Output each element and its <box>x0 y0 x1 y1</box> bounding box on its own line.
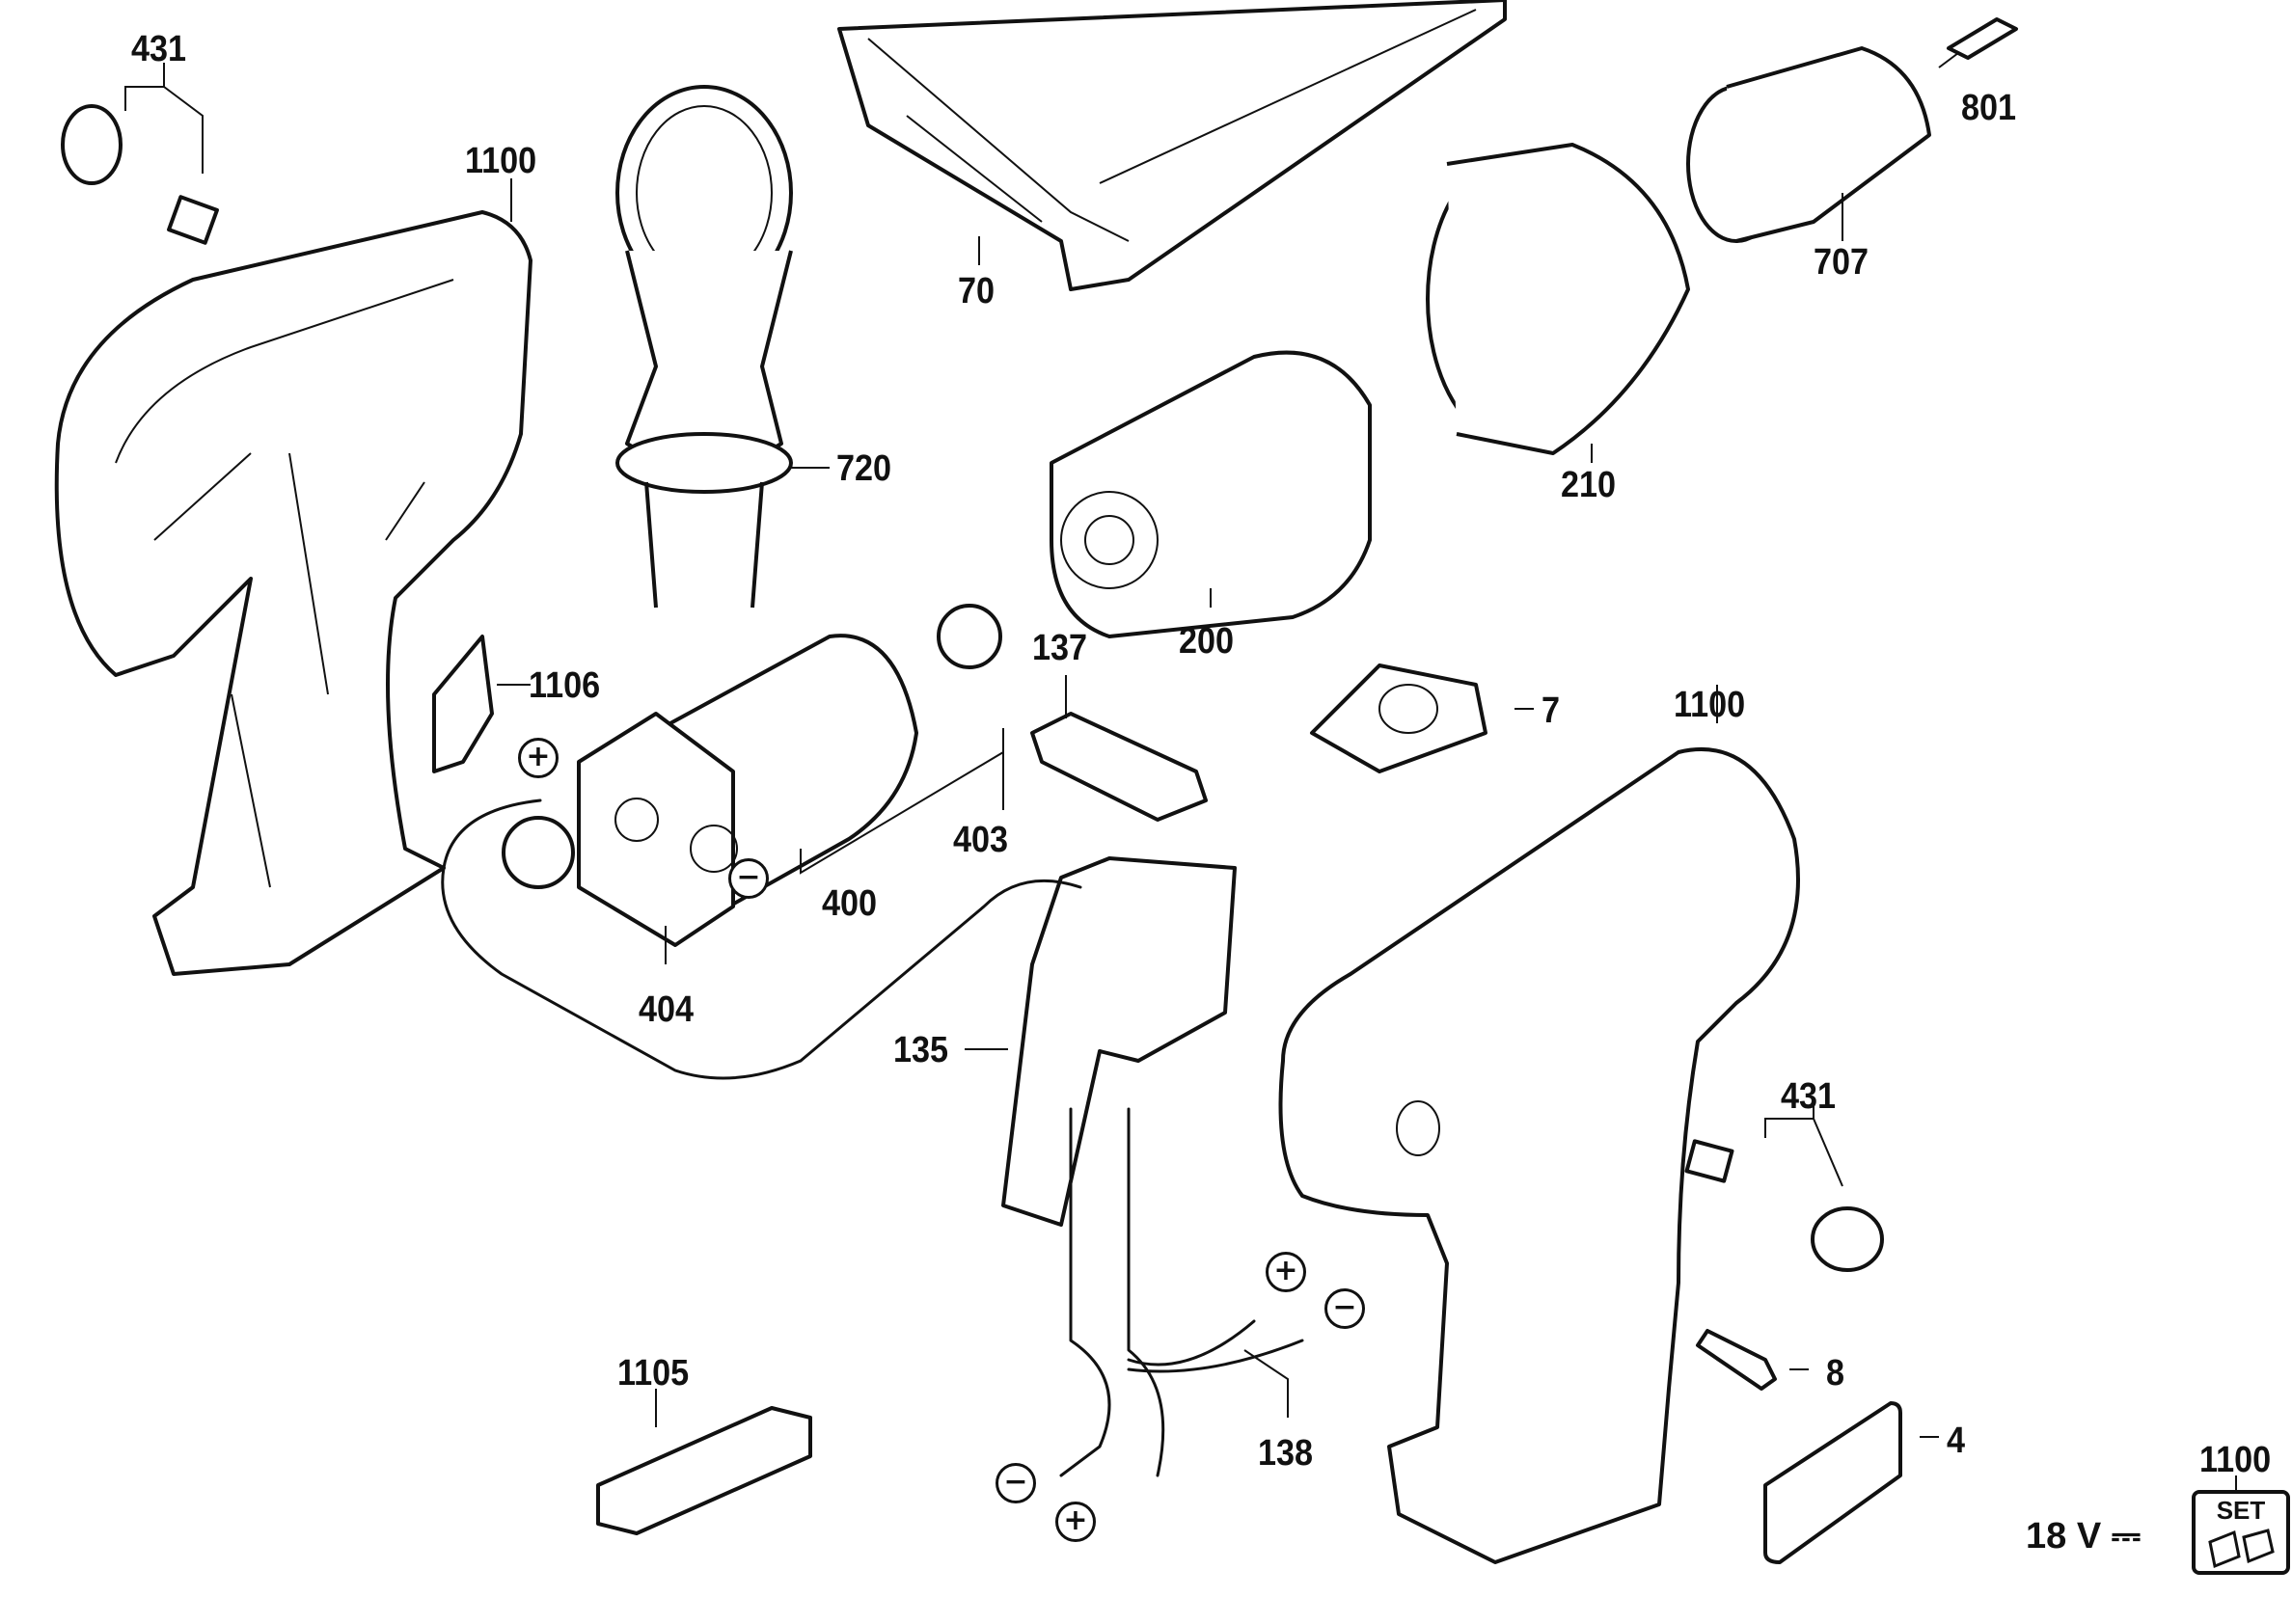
part-label-70: 70 <box>958 271 996 311</box>
reversing-slider-drawing <box>1030 712 1208 822</box>
part-label-1100-left: 1100 <box>465 141 537 181</box>
part-label-431-left: 431 <box>131 29 187 69</box>
part-label-707: 707 <box>1814 242 1869 283</box>
part-label-7: 7 <box>1542 690 1561 731</box>
minus-polarity-icon: − <box>996 1463 1036 1503</box>
boxes-icon <box>2208 1529 2275 1569</box>
part-label-400: 400 <box>822 883 878 924</box>
motor-wiring-drawing <box>441 798 1082 1080</box>
side-handle-drawing <box>615 85 793 609</box>
chuck-screw-drawing <box>1947 17 2018 60</box>
trigger-switch-drawing <box>1001 856 1237 1227</box>
part-label-431-right: 431 <box>1781 1076 1837 1117</box>
part-label-1106: 1106 <box>529 665 601 706</box>
leader-lines <box>124 52 2237 1490</box>
housing-screw-drawing <box>1696 1329 1777 1391</box>
clutch-collar-drawing <box>1426 143 1690 455</box>
part-label-403: 403 <box>953 820 1009 860</box>
set-badge: SET <box>2192 1490 2290 1575</box>
voltage-value: 18 V <box>2026 1516 2102 1556</box>
brush-holder-left-drawing <box>61 104 219 245</box>
plus-polarity-icon: + <box>1266 1252 1306 1292</box>
part-label-1105: 1105 <box>617 1353 690 1394</box>
part-label-200: 200 <box>1179 621 1235 662</box>
part-label-1100-set: 1100 <box>2199 1440 2272 1480</box>
part-label-8: 8 <box>1826 1353 1845 1394</box>
set-label: SET <box>2216 1496 2266 1525</box>
part-label-138: 138 <box>1258 1433 1314 1474</box>
motor-drawing <box>577 634 918 947</box>
part-label-210: 210 <box>1561 465 1617 505</box>
clip-drawing <box>432 635 494 773</box>
right-housing-drawing <box>1278 746 1800 1564</box>
part-label-135: 135 <box>893 1030 949 1070</box>
plus-polarity-icon: + <box>1055 1502 1096 1542</box>
plus-polarity-icon: + <box>518 738 559 778</box>
dc-symbol-icon: ⎓ <box>2111 1516 2142 1556</box>
wire-harness-drawing <box>1059 1107 1304 1477</box>
minus-polarity-icon: − <box>1324 1288 1365 1329</box>
bearing-ring-404-drawing <box>502 816 575 889</box>
part-label-801: 801 <box>1961 88 2017 128</box>
part-label-720: 720 <box>836 448 892 489</box>
keyless-chuck-drawing <box>1686 46 1931 243</box>
terminal-block-drawing <box>596 1406 812 1535</box>
bearing-ring-403-drawing <box>937 604 1002 669</box>
part-label-4: 4 <box>1947 1421 1966 1461</box>
left-housing-drawing <box>54 210 532 976</box>
part-label-404: 404 <box>639 989 695 1030</box>
nameplate-drawing <box>1763 1401 1902 1564</box>
minus-polarity-icon: − <box>728 858 769 899</box>
part-label-1100-right: 1100 <box>1674 685 1746 725</box>
brush-holder-right-drawing <box>1684 1139 1884 1272</box>
gearbox-drawing <box>1050 350 1372 638</box>
part-label-137: 137 <box>1032 628 1088 668</box>
carrying-case-drawing <box>837 0 1507 291</box>
gear-selector-drawing <box>1310 663 1487 773</box>
voltage-rating: 18 V ⎓ <box>2026 1516 2141 1557</box>
